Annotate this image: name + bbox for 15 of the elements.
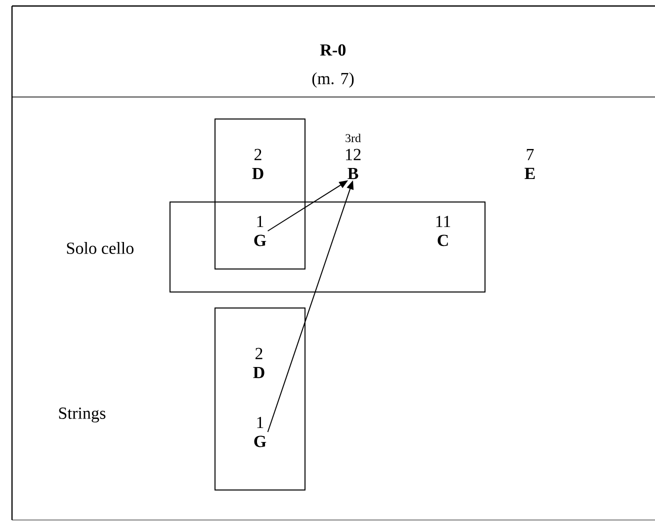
measure-label: (m. 7) xyxy=(312,72,354,88)
pitch-label: 11 C xyxy=(436,216,450,246)
grouping-box xyxy=(214,118,306,270)
pitch-label: 12 B xyxy=(346,148,361,180)
pitch-label: 1 G xyxy=(254,216,266,246)
title: R-0 xyxy=(320,44,346,56)
interval-label: 3rd xyxy=(346,134,361,142)
pitch-label: 7 E xyxy=(524,148,535,179)
part-label: Solo cello xyxy=(67,242,134,254)
part-label: Strings xyxy=(59,408,106,422)
pitch-label: 2 D xyxy=(253,348,264,378)
pitch-label: 1 G xyxy=(254,416,266,448)
pitch-label: 2 D xyxy=(252,148,264,180)
grouping-box xyxy=(170,202,486,292)
grouping-box xyxy=(214,308,306,490)
